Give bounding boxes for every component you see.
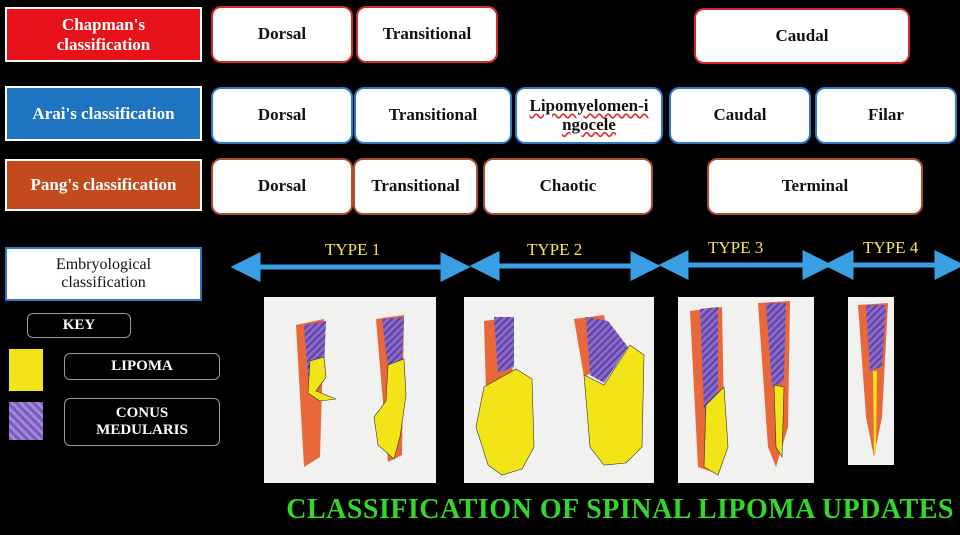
conus-swatch [9, 402, 43, 440]
type-2-illustration [464, 297, 654, 483]
type-3-conus-right [766, 303, 786, 387]
key-title: KEY [27, 313, 131, 338]
arai-dorsal: Dorsal [211, 87, 353, 144]
type-4-filum-lipoma [873, 371, 877, 453]
chapman-transitional: Transitional [356, 6, 498, 63]
type-2-conus-right [586, 317, 628, 383]
lipoma-swatch [9, 349, 43, 391]
type-2-label: TYPE 2 [527, 240, 583, 259]
chapman-dorsal: Dorsal [211, 6, 353, 63]
arai-filar: Filar [815, 87, 957, 144]
pang-transitional: Transitional [353, 158, 478, 215]
type-3-lipoma-right [773, 384, 785, 459]
arai-lipomyelomeningocele-text: Lipomyelomen-ingocele [529, 95, 649, 134]
type-1-conus-right [382, 317, 404, 369]
type-4-label: TYPE 4 [863, 238, 919, 257]
type-3-illustration [678, 297, 814, 483]
pang-chaotic: Chaotic [483, 158, 653, 215]
pang-dorsal: Dorsal [211, 158, 353, 215]
type-1-illustration [264, 297, 436, 483]
type-2-lipoma-left [475, 368, 535, 476]
type-3-label: TYPE 3 [708, 238, 764, 257]
type-4-conus [866, 305, 886, 371]
type-3-lipoma-left [703, 386, 729, 476]
embryo-label: Embryological classification [5, 247, 202, 301]
type-2-conus-left [494, 317, 514, 373]
pang-terminal: Terminal [707, 158, 923, 215]
arai-lipomyelomeningocele: Lipomyelomen-ingocele [515, 87, 663, 144]
arai-caudal: Caudal [669, 87, 811, 144]
page-title: CLASSIFICATION OF SPINAL LIPOMA UPDATES [286, 494, 954, 525]
chapman-label: Chapman's classification [5, 7, 202, 62]
arai-label: Arai's classification [5, 86, 202, 141]
type-1-label: TYPE 1 [325, 240, 381, 259]
type-2-lipoma-right [583, 344, 645, 466]
type-1-lipoma-right [373, 358, 407, 460]
type-4-illustration [848, 297, 894, 465]
type-1-lipoma-left [307, 356, 337, 402]
chapman-caudal: Caudal [694, 8, 910, 64]
pang-label: Pang's classification [5, 159, 202, 211]
conus-key-label: CONUS MEDULARIS [64, 398, 220, 446]
lipoma-key-label: LIPOMA [64, 353, 220, 380]
type-3-conus-left [700, 307, 718, 409]
arai-transitional: Transitional [354, 87, 512, 144]
